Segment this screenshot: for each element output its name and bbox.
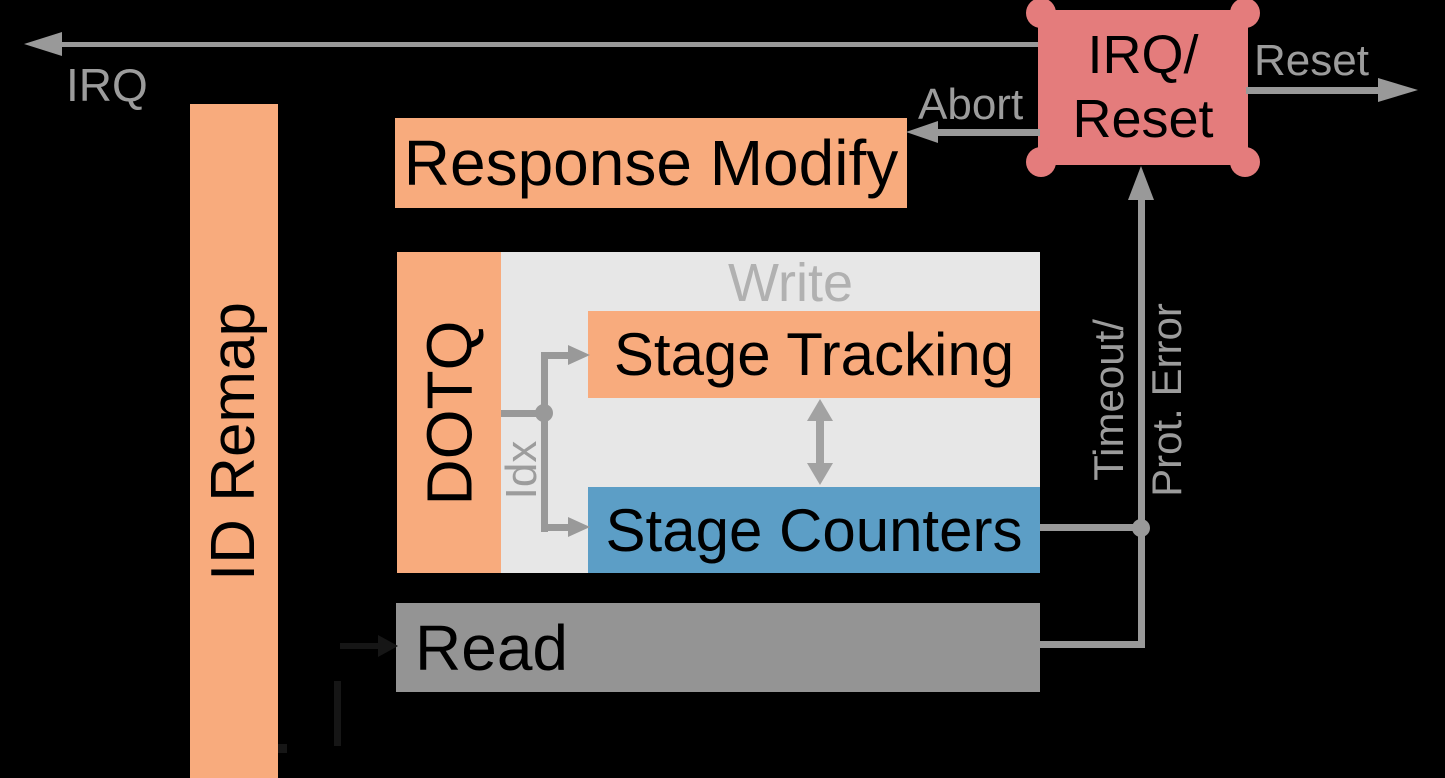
read-in-arrow-line [340,643,380,649]
timeout-label-line2: Prot. Error [1143,303,1190,497]
dotq-label: DOTQ [413,320,485,505]
idx-label: Idx [497,440,546,500]
timeout-prot-error-label: Timeout/ Prot. Error [1080,303,1196,497]
id-remap-block: ID Remap [190,104,278,778]
corner-bump-bottom-right-icon [1230,147,1260,177]
response-modify-block: Response Modify [395,118,907,208]
irq-reset-label-line1: IRQ/ [1087,24,1199,85]
irq-reset-block: IRQ/ Reset [1026,0,1260,177]
stage-counters-to-junction-line [1040,524,1140,531]
corner-bump-top-left-icon [1026,0,1056,28]
black-stub [278,744,287,753]
idx-stub-line [501,410,551,417]
irq-arrow-line [52,42,1038,47]
idx-top-branch-line [541,352,572,359]
irq-arrow-label: IRQ [66,59,148,111]
double-arrow-up-head-icon [807,399,833,421]
stage-tracking-block: Stage Tracking [588,311,1040,398]
timeout-label-line1: Timeout/ [1085,319,1133,481]
stage-counters-block: Stage Counters [588,487,1040,573]
response-modify-label: Response Modify [403,127,899,199]
reset-arrow-label: Reset [1254,36,1369,85]
dotq-block: DOTQ [397,252,501,573]
corner-bump-top-right-icon [1230,0,1260,28]
timeout-arrow-line [1138,184,1145,648]
irq-arrowhead-icon [24,32,62,56]
timeout-arrowhead-icon [1128,166,1154,200]
read-label: Read [415,611,568,684]
abort-arrow-line [932,129,1040,136]
idx-bottom-branch-line [541,524,572,531]
idx-bottom-arrowhead-icon [568,517,590,537]
abort-arrowhead-icon [906,121,938,143]
stage-counters-label: Stage Counters [605,496,1023,564]
abort-arrow-label: Abort [918,80,1024,129]
irq-reset-label-line2: Reset [1072,88,1214,149]
id-remap-label: ID Remap [199,301,269,581]
reset-arrow-line [1246,87,1380,94]
corner-bump-bottom-left-icon [1026,147,1056,177]
read-to-junction-line [1040,641,1144,648]
double-arrow-down-head-icon [807,463,833,485]
idx-top-arrowhead-icon [568,345,590,365]
stage-tracking-label: Stage Tracking [613,321,1015,388]
junction-dot-icon [1132,519,1150,537]
write-label: Write [728,253,854,313]
tracking-counters-double-arrow-line [816,416,824,468]
reset-arrowhead-icon [1378,78,1418,102]
black-vertical-line [334,681,341,746]
read-block: Read [396,603,1040,692]
idx-vertical-line [541,352,548,532]
read-in-arrowhead-icon [378,635,398,657]
